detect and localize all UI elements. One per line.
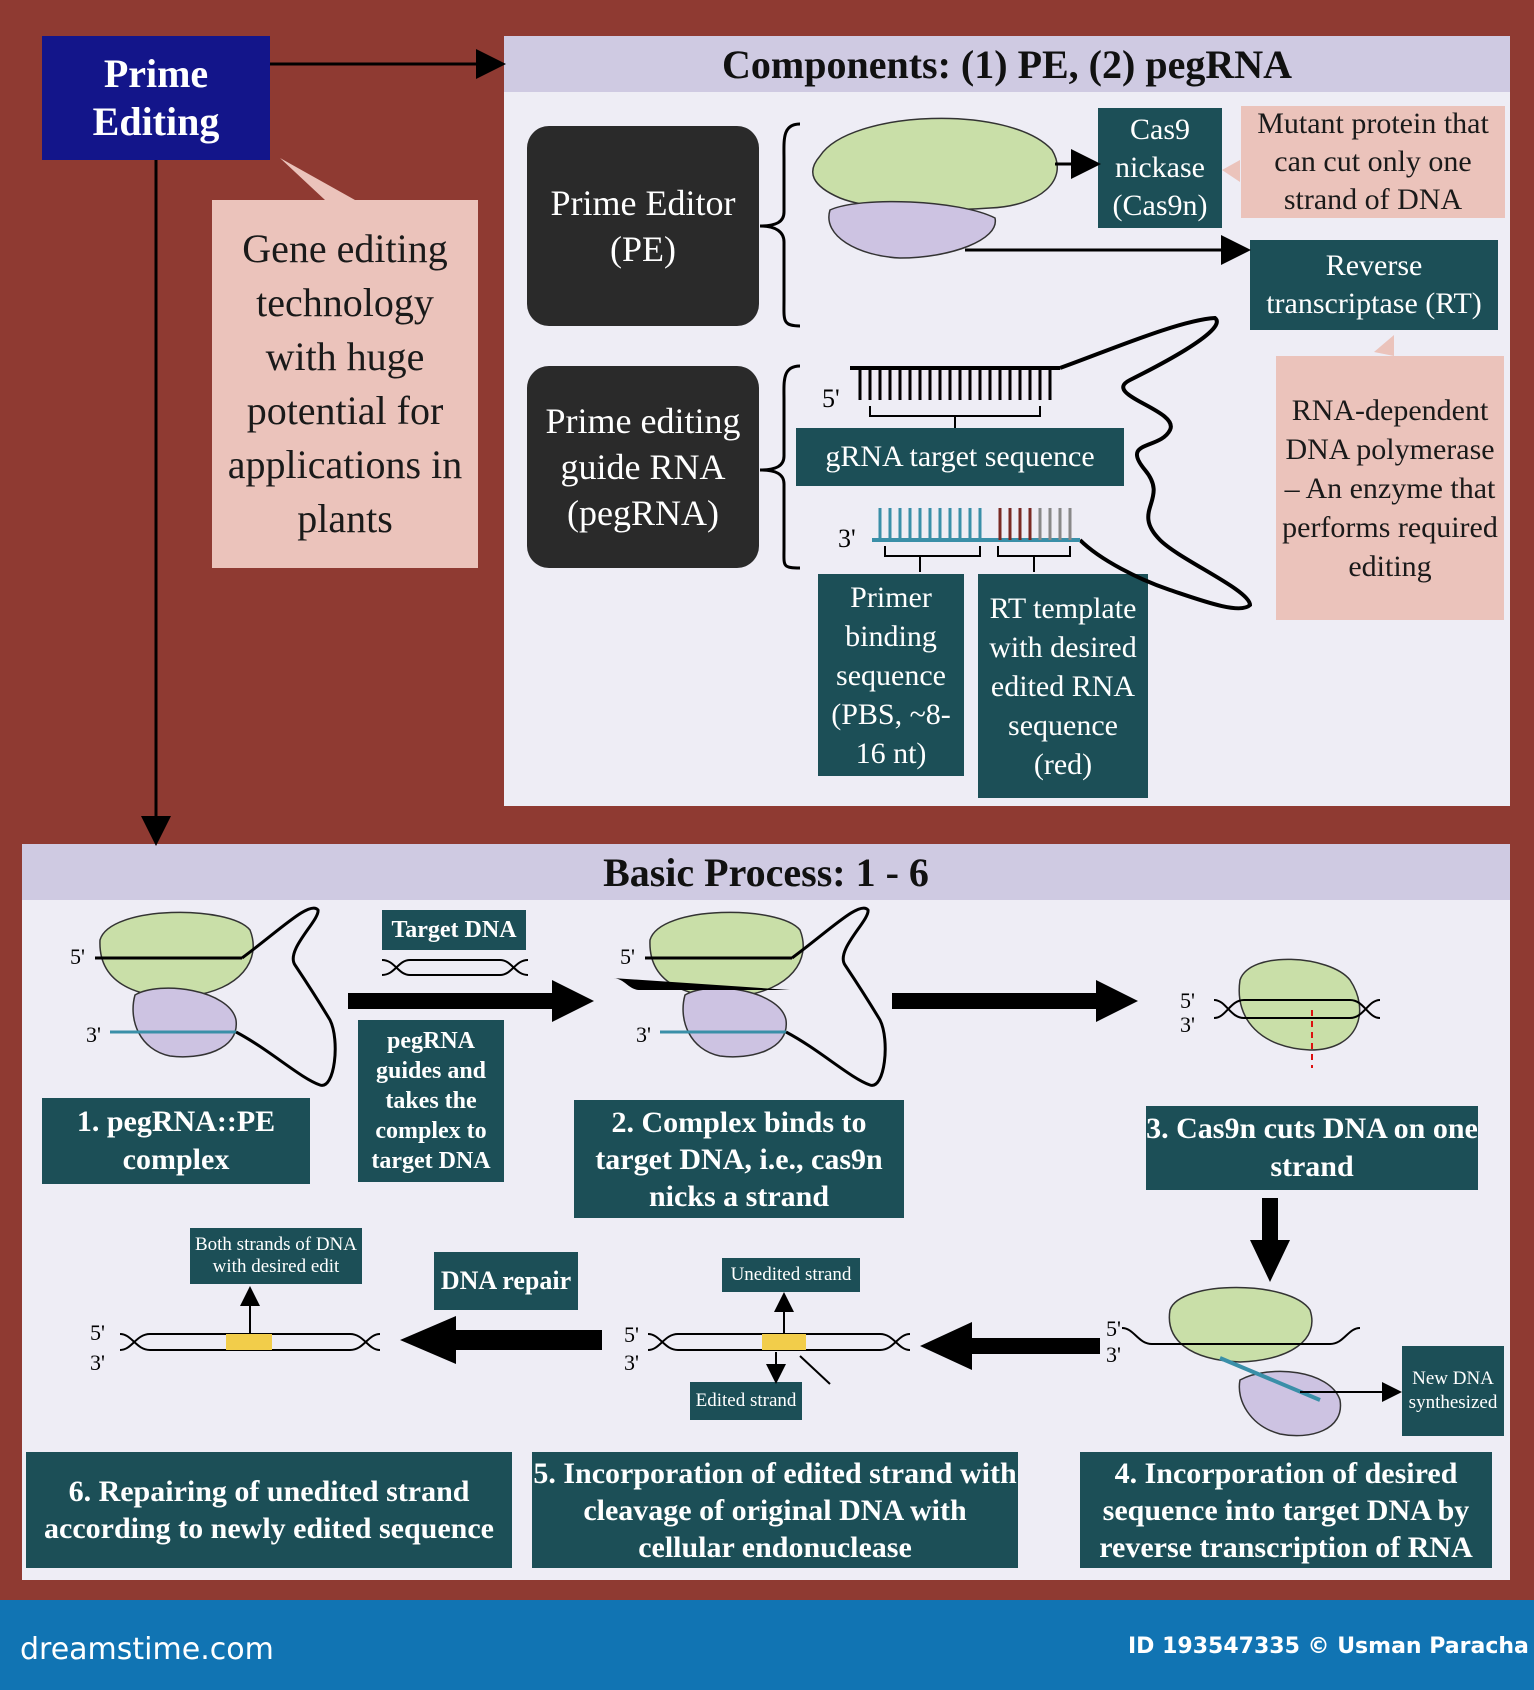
unedited-label: Unedited strand [722, 1258, 860, 1292]
cas9-label-text: Cas9 nickase (Cas9n) [1112, 113, 1208, 222]
rt-note: RNA-dependent DNA polymerase – An enzyme… [1276, 356, 1504, 620]
cas9-note-text: Mutant protein that can cut only one str… [1257, 107, 1489, 216]
step1-label: 1. pegRNA::PE complex [42, 1098, 310, 1184]
process-header-text: Basic Process: 1 - 6 [603, 849, 929, 895]
rt-label: Reverse transcriptase (RT) [1250, 240, 1498, 330]
guide-note: pegRNA guides and takes the complex to t… [358, 1020, 504, 1182]
unedited-text: Unedited strand [730, 1264, 852, 1285]
title-line2: Editing [92, 99, 220, 144]
rt-label-text: Reverse transcriptase (RT) [1266, 249, 1482, 320]
edited-label: Edited strand [690, 1382, 802, 1420]
new-dna-label: New DNA synthesized [1402, 1346, 1504, 1436]
dna-repair-text: DNA repair [440, 1266, 572, 1295]
pe-protein-icon [811, 117, 1251, 265]
intro-text: Gene editing technology with huge potent… [227, 226, 463, 541]
pegrna-structure-icon [850, 315, 1394, 611]
step4-text: 4. Incorporation of desired sequence int… [1099, 1456, 1473, 1564]
step3-label: 3. Cas9n cuts DNA on one strand [1146, 1106, 1478, 1190]
footer-credit: ID 193547335 © Usman Paracha [1128, 1634, 1529, 1659]
grna-label-text: gRNA target sequence [825, 440, 1095, 473]
step3-text: 3. Cas9n cuts DNA on one strand [1146, 1112, 1478, 1183]
cas9-label: Cas9 nickase (Cas9n) [1098, 108, 1222, 228]
s1-5prime: 5' [70, 944, 85, 969]
rt-note-text: RNA-dependent DNA polymerase – An enzyme… [1282, 393, 1498, 583]
new-dna-text: New DNA synthesized [1408, 1368, 1498, 1413]
footer-bar [0, 1600, 1534, 1690]
components-header-text: Components: (1) PE, (2) pegRNA [722, 41, 1292, 87]
step2-label: 2. Complex binds to target DNA, i.e., ca… [574, 1100, 904, 1218]
component-braces [759, 122, 801, 570]
rt-template-label: RT template with desired edited RNA sequ… [978, 574, 1148, 798]
target-dna-icon [381, 959, 529, 976]
cas9-note: Mutant protein that can cut only one str… [1241, 106, 1505, 218]
step6-label: 6. Repairing of unedited strand accordin… [26, 1452, 512, 1568]
step1-text: 1. pegRNA::PE complex [76, 1105, 276, 1176]
pegrna-box: Prime editing guide RNA (pegRNA) [527, 366, 759, 568]
s6-5prime: 5' [90, 1320, 105, 1345]
comp-3prime: 3' [838, 524, 856, 553]
rt-template-label-text: RT template with desired edited RNA sequ… [989, 591, 1137, 781]
pe-box: Prime Editor (PE) [527, 126, 759, 326]
components-header: Components: (1) PE, (2) pegRNA [504, 36, 1510, 92]
process-header: Basic Process: 1 - 6 [22, 844, 1510, 900]
s4-3prime: 3' [1106, 1342, 1121, 1367]
s2-5prime: 5' [620, 944, 635, 969]
dna-repair-label: DNA repair [434, 1252, 578, 1310]
s6-3prime: 3' [90, 1350, 105, 1375]
target-dna-text: Target DNA [391, 916, 517, 943]
both-strands-text: Both strands of DNA with desired edit [194, 1234, 358, 1277]
both-strands-label: Both strands of DNA with desired edit [190, 1228, 362, 1284]
title-box: Prime Editing [42, 36, 270, 160]
pbs-label: Primer binding sequence (PBS, ~8-16 nt) [818, 574, 964, 776]
s5-5prime: 5' [624, 1322, 639, 1347]
step5-dna-icon [647, 1292, 911, 1385]
step2-complex-icon [612, 906, 887, 1087]
step2-text: 2. Complex binds to target DNA, i.e., ca… [595, 1105, 883, 1213]
target-dna-label: Target DNA [382, 910, 526, 950]
guide-note-text: pegRNA guides and takes the complex to t… [371, 1028, 491, 1174]
s5-3prime: 3' [624, 1350, 639, 1375]
step1-complex-icon [95, 906, 337, 1087]
title-line1: Prime [103, 51, 209, 96]
footer-logo: dreamstime.com [20, 1632, 274, 1667]
comp-5prime: 5' [822, 384, 840, 413]
step6-dna-icon [119, 1286, 381, 1351]
pegrna-box-text: Prime editing guide RNA (pegRNA) [545, 401, 741, 533]
intro-note: Gene editing technology with huge potent… [212, 200, 478, 568]
flow-arrows [141, 49, 506, 846]
s4-5prime: 5' [1106, 1316, 1121, 1341]
process-arrows [348, 980, 1290, 1370]
step6-text: 6. Repairing of unedited strand accordin… [44, 1475, 494, 1545]
step4-complex-icon [1121, 1286, 1402, 1437]
step5-text: 5. Incorporation of edited strand with c… [533, 1456, 1017, 1564]
pe-box-text: Prime Editor (PE) [550, 183, 736, 269]
step4-label: 4. Incorporation of desired sequence int… [1080, 1452, 1492, 1568]
grna-label: gRNA target sequence [796, 428, 1124, 486]
pbs-label-text: Primer binding sequence (PBS, ~8-16 nt) [831, 580, 951, 770]
step5-label: 5. Incorporation of edited strand with c… [532, 1452, 1018, 1568]
s1-3prime: 3' [86, 1022, 101, 1047]
step3-complex-icon [1213, 958, 1381, 1068]
s3-3prime: 3' [1180, 1012, 1195, 1037]
edited-text: Edited strand [695, 1390, 797, 1411]
s3-5prime: 5' [1180, 988, 1195, 1013]
s2-3prime: 3' [636, 1022, 651, 1047]
